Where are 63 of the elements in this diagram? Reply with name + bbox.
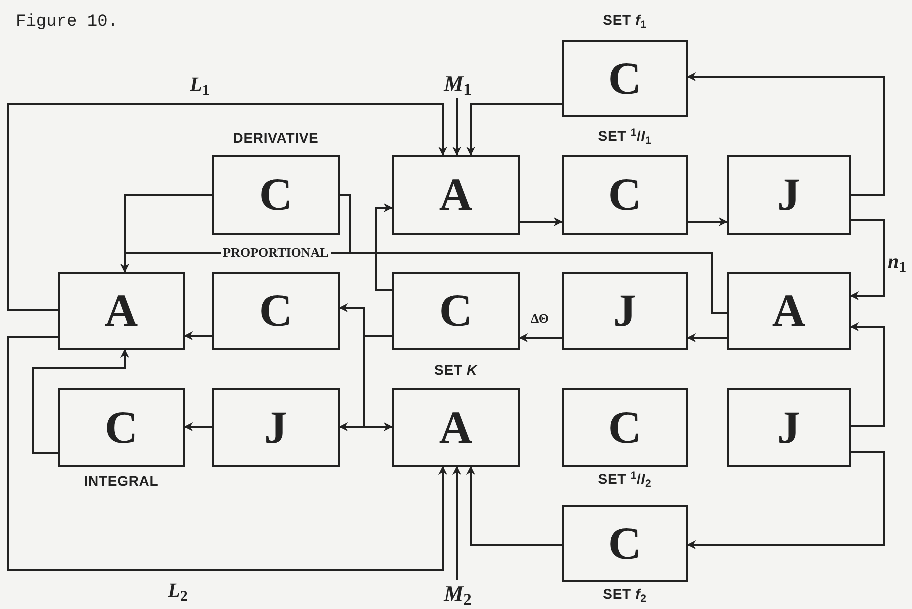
block-letter: C: [608, 404, 642, 450]
block-box: [562, 505, 688, 582]
block-letter: A: [104, 288, 138, 334]
block-setting-label: SET f$_{2}$: [602, 585, 648, 604]
signal-arrow: [184, 422, 212, 432]
block-box: [392, 272, 520, 350]
signal-arrow: [687, 72, 885, 196]
block-letter: C: [104, 404, 138, 450]
signal-arrow: [687, 334, 727, 342]
signal-label: n$_{1}$: [888, 252, 907, 272]
signal-arrow: [466, 103, 562, 156]
block-letter: C: [608, 520, 642, 566]
block-letter: J: [614, 288, 636, 334]
block-box: [562, 155, 688, 235]
block-letter: C: [259, 288, 293, 334]
block-letter: J: [778, 172, 800, 218]
block-setting-label: SET K: [434, 361, 479, 380]
signal-arrow: [452, 98, 462, 156]
block-letter: J: [264, 404, 288, 450]
block-box: [58, 388, 185, 467]
signal-arrow: [32, 349, 130, 454]
figure-title: Figure 10.: [16, 12, 118, 34]
block-letter: C: [608, 56, 642, 102]
block-box: [562, 388, 688, 467]
signal-arrow: [120, 194, 212, 273]
signal-arrow: [520, 218, 563, 226]
block-box: [562, 272, 688, 350]
block-letter: C: [259, 172, 293, 218]
block-letter: A: [439, 172, 473, 218]
signal-arrow: [850, 219, 885, 300]
block-letter: C: [439, 288, 473, 334]
block-box: [727, 388, 851, 467]
block-box: [212, 272, 340, 350]
block-box: [212, 155, 340, 235]
block-box: [562, 40, 688, 117]
block-box: [727, 155, 851, 235]
block-setting-label: SET $^{1}$/I$_{1}$: [597, 126, 653, 146]
block-box: [727, 272, 851, 350]
signal-arrow: [7, 103, 448, 311]
block-setting-label: SET f$_{1}$: [602, 11, 648, 30]
block-box: [392, 388, 520, 467]
signal-arrow: [687, 451, 885, 550]
signal-arrow: [519, 334, 562, 342]
block-letter: A: [439, 404, 473, 450]
block-box: [212, 388, 340, 467]
block-setting-label: SET $^{1}$/I$_{2}$: [597, 469, 653, 489]
signal-arrow: [466, 466, 562, 546]
block-box: [58, 272, 185, 350]
signal-arrow: [363, 335, 393, 432]
block-setting-label: DERIVATIVE: [232, 129, 320, 148]
signal-arrow: [452, 466, 462, 580]
signal-label: M$_{2}$: [440, 580, 476, 608]
block-setting-label: INTEGRAL: [83, 472, 160, 491]
block-letter: J: [778, 404, 800, 450]
block-letter: A: [772, 288, 806, 334]
signal-label: M$_{1}$: [440, 70, 476, 98]
block-box: [392, 155, 520, 235]
block-letter: C: [608, 172, 642, 218]
signal-arrow: [184, 332, 212, 340]
signal-arrow: [7, 336, 448, 571]
signal-arrow: [850, 322, 885, 427]
signal-arrow: [688, 218, 728, 226]
signal-arrow: [375, 204, 393, 291]
